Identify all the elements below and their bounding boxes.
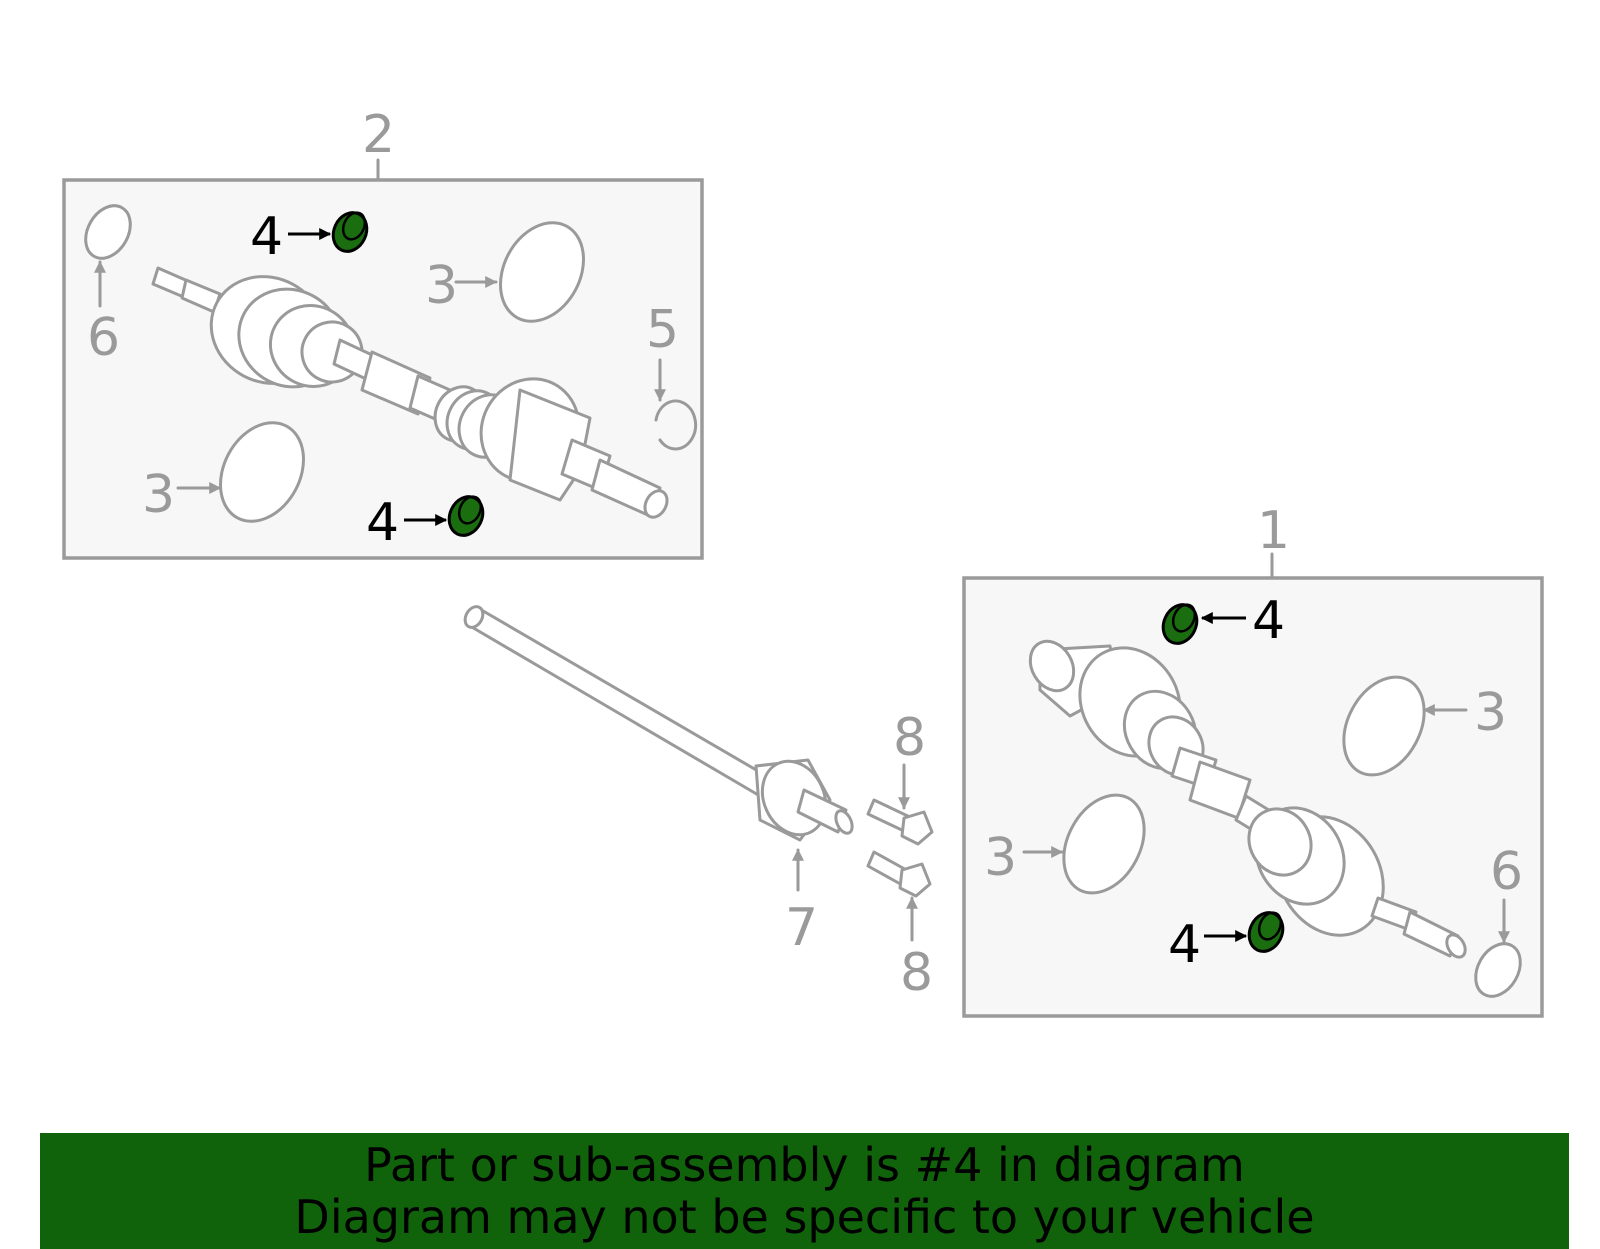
callout-8-upper: 8	[893, 708, 926, 768]
callout-3-left-lower: 3	[142, 465, 175, 525]
left-part-4-upper: 4	[250, 207, 369, 267]
bolt-upper: 8	[866, 708, 934, 846]
callout-8-lower: 8	[900, 943, 933, 1003]
left-snap-ring: 5	[646, 300, 698, 451]
callout-4-right-upper: 4	[1252, 591, 1285, 651]
callout-1: 1	[1257, 501, 1290, 561]
right-part-4-lower: 4	[1168, 911, 1285, 975]
callout-3-right-upper: 3	[1474, 683, 1507, 743]
banner-line-2: Diagram may not be specific to your vehi…	[294, 1190, 1315, 1244]
callout-4-right-lower: 4	[1168, 915, 1201, 975]
intermediate-shaft: 7	[463, 605, 854, 958]
callout-5: 5	[646, 300, 679, 360]
right-dust-seal: 6	[1474, 842, 1523, 998]
left-dust-seal: 6	[84, 204, 132, 368]
left-boot-clamp-lower: 3	[142, 421, 305, 525]
right-boot-clamp-lower: 3	[984, 793, 1146, 895]
notice-banner: Part or sub-assembly is #4 in diagram Di…	[40, 1133, 1569, 1249]
right-part-4-upper: 4	[1161, 591, 1285, 651]
callout-7: 7	[785, 898, 818, 958]
callout-6-right: 6	[1490, 842, 1523, 902]
left-axle-assembly: 2 6	[62, 105, 704, 560]
banner-line-1: Part or sub-assembly is #4 in diagram	[364, 1138, 1245, 1192]
callout-3-left-upper: 3	[425, 256, 458, 316]
left-axle-drawing	[151, 266, 669, 519]
left-boot-clamp-upper: 3	[425, 221, 585, 323]
right-axle-assembly: 1 3 3	[962, 501, 1544, 1018]
bolt-lower: 8	[866, 850, 933, 1003]
left-part-4-lower: 4	[366, 493, 485, 553]
callout-4-left-upper: 4	[250, 207, 283, 267]
callout-2: 2	[362, 105, 395, 165]
callout-3-right-lower: 3	[984, 828, 1017, 888]
callout-4-left-lower: 4	[366, 493, 399, 553]
right-axle-drawing	[1028, 639, 1467, 959]
right-boot-clamp-upper: 3	[1342, 675, 1507, 777]
callout-6-left: 6	[87, 308, 120, 368]
